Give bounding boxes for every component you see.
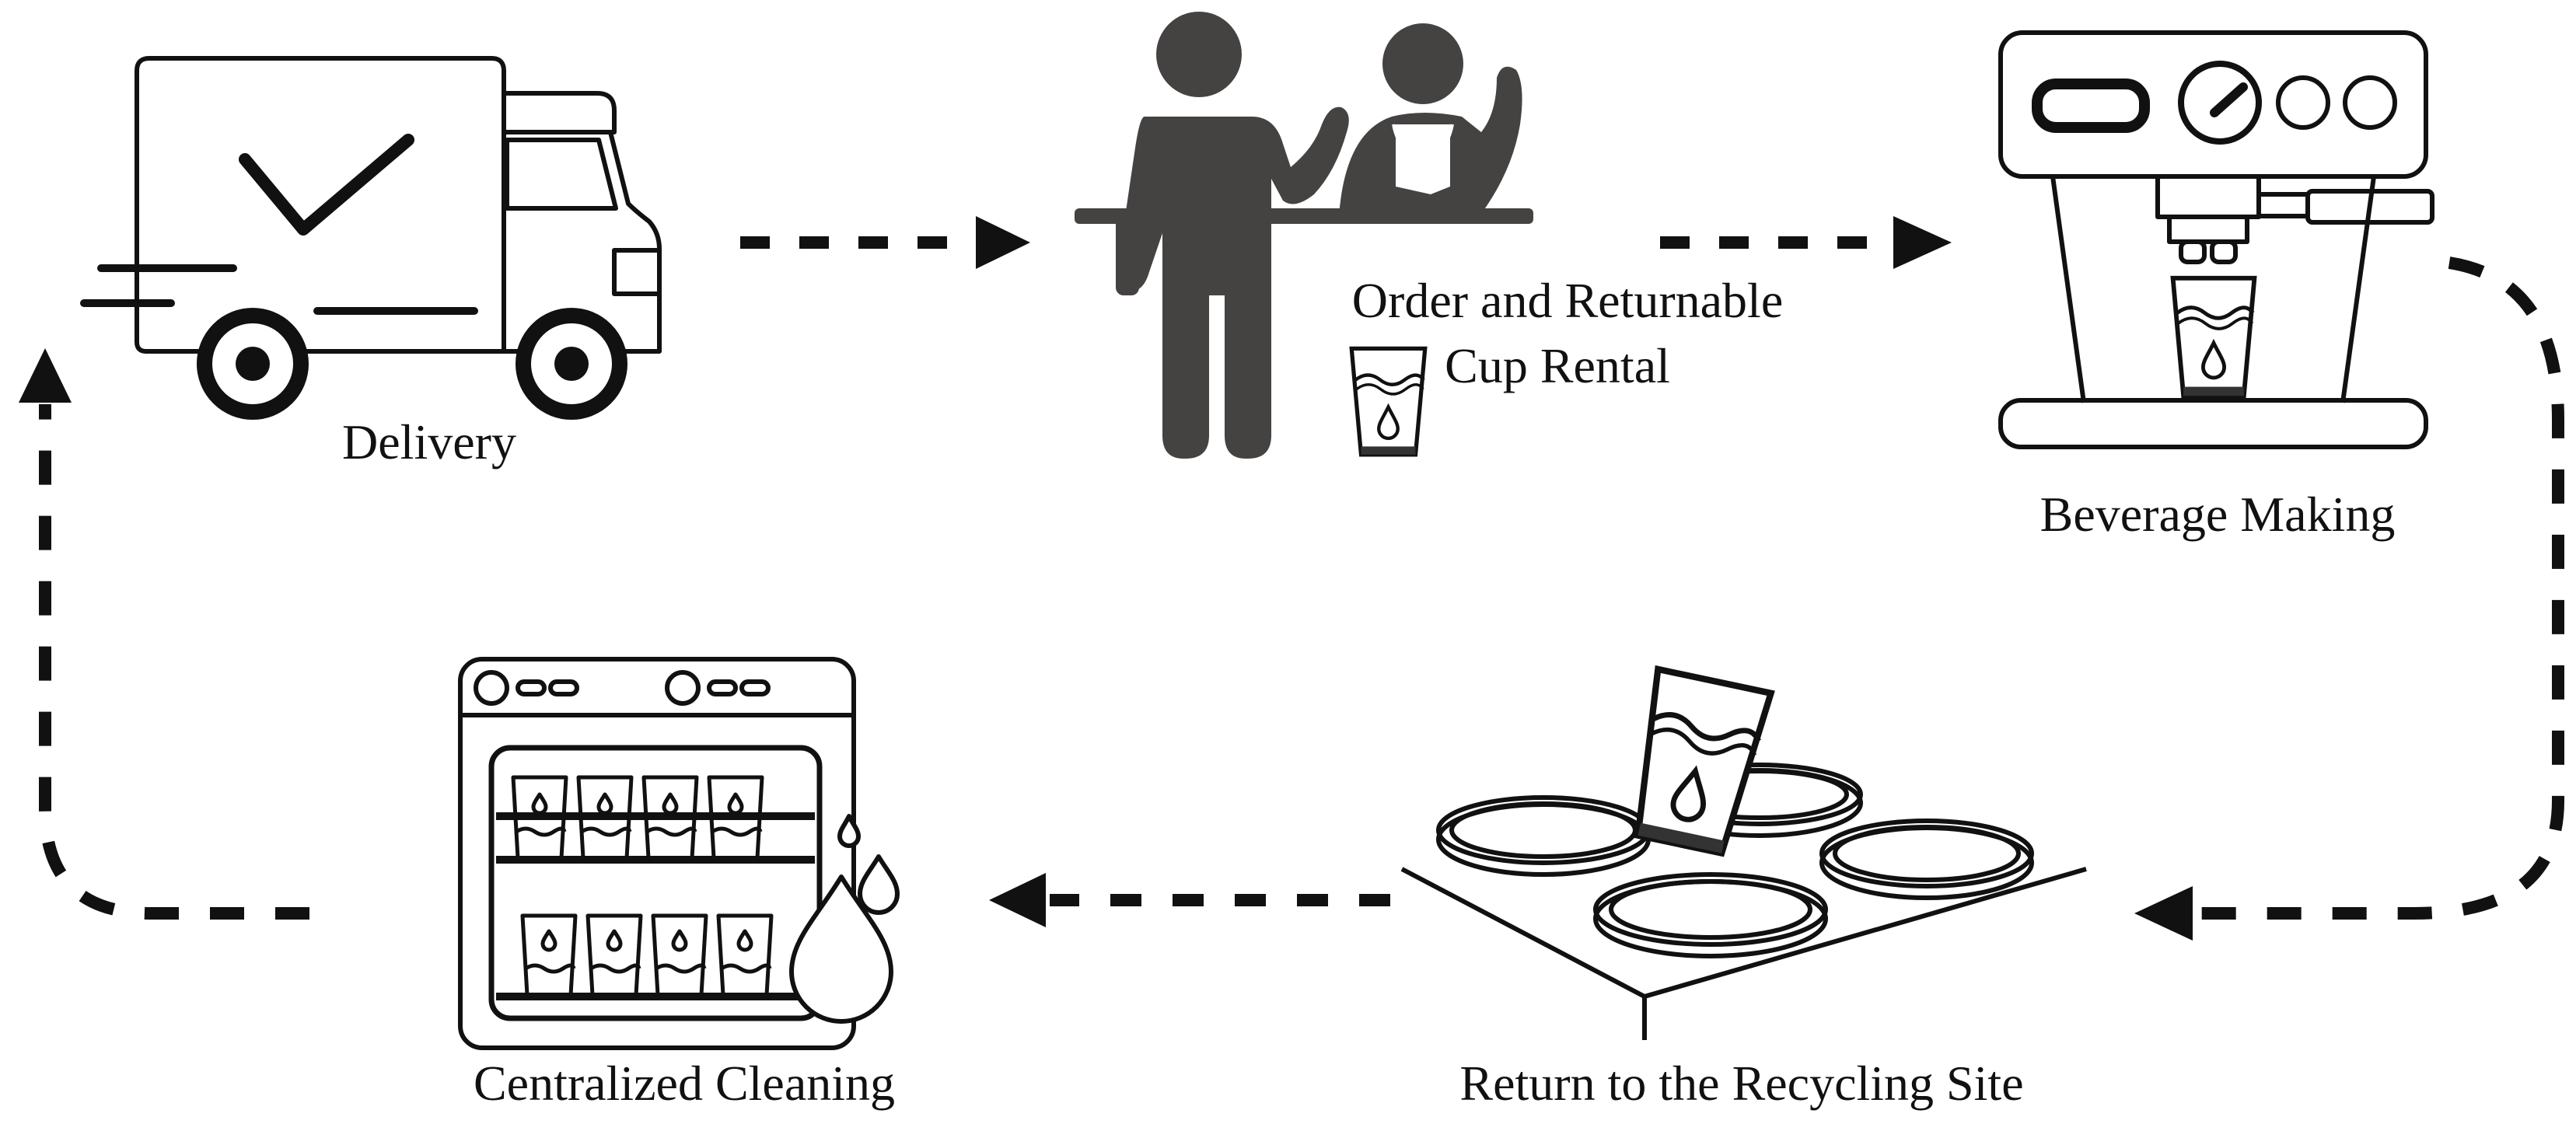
espresso-cup-icon [2173,278,2255,396]
cleaning-label: Centralized Cleaning [474,1056,895,1111]
water-drops-icon [789,814,900,1024]
recycling-rack-icon [1400,763,2087,1040]
flow-arrow-order-to-beverage [1660,216,1952,269]
beverage-label: Beverage Making [2040,487,2396,542]
order-label-line2: Cup Rental [1445,338,1670,393]
flow-arrow-delivery-to-order [740,216,1030,269]
return-label: Return to the Recycling Site [1459,1056,2023,1111]
returnable-cup-icon [1351,348,1425,455]
counter-service-icon [1075,12,1533,459]
order-label-line1: Order and Returnable [1352,273,1783,328]
delivery-label: Delivery [342,414,516,469]
tilted-cup-icon [1624,669,1771,857]
espresso-machine-icon [1998,30,2434,449]
flow-arrow-cleaning-to-delivery [19,348,309,920]
flow-arrow-beverage-to-return [2134,257,2564,941]
dishwasher-icon [458,657,856,1050]
flow-arrow-return-to-cleaning [989,873,1390,927]
delivery-truck-icon [80,56,662,420]
